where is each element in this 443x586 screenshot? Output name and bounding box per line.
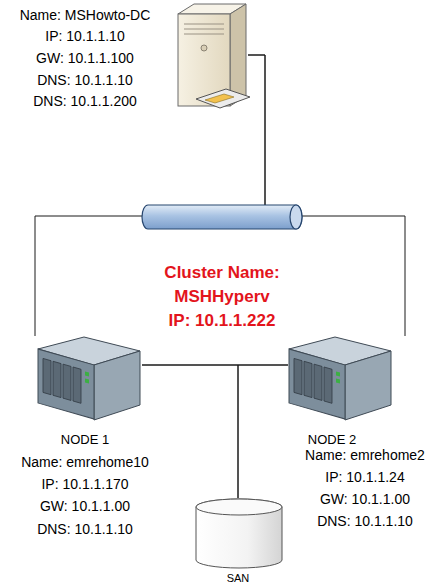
cluster-label: IP: 10.1.1.222 bbox=[112, 310, 332, 331]
network-node: SAN bbox=[190, 498, 286, 586]
drive-slot bbox=[205, 94, 234, 103]
cylinder-body bbox=[196, 499, 282, 568]
bus-end bbox=[290, 205, 302, 229]
tower-slot bbox=[184, 24, 224, 25]
node-text: DNS: 10.1.1.10 bbox=[0, 520, 175, 538]
node-text: DNS: 10.1.1.10 bbox=[275, 512, 443, 530]
node-text: Name: emrehome10 bbox=[0, 453, 175, 471]
tower-slot bbox=[184, 29, 224, 30]
network-bus bbox=[142, 205, 302, 229]
network-link bbox=[238, 365, 288, 498]
node-text: NODE 2 bbox=[242, 432, 422, 448]
san-cylinder bbox=[196, 499, 282, 568]
power-button bbox=[201, 45, 207, 51]
node-text: IP: 10.1.1.170 bbox=[0, 475, 175, 493]
node-server-icon bbox=[289, 337, 391, 420]
network-node: NODE 1Name: emrehome10IP: 10.1.1.170GW: … bbox=[10, 336, 142, 541]
cluster-label: MSHHyperv bbox=[112, 286, 332, 307]
node-text: GW: 10.1.1.100 bbox=[0, 49, 175, 67]
node-text: Name: MSHowto-DC bbox=[0, 6, 175, 24]
node-text: NODE 1 bbox=[0, 432, 175, 448]
tower-slot bbox=[184, 34, 224, 35]
node-server-icon bbox=[38, 337, 140, 420]
node-text: SAN bbox=[148, 571, 328, 585]
network-node: Name: MSHowto-DCIP: 10.1.1.10GW: 10.1.1.… bbox=[8, 2, 248, 116]
drive-unit bbox=[196, 89, 250, 108]
dc-server-icon bbox=[178, 4, 250, 108]
node-text: GW: 10.1.1.00 bbox=[275, 490, 443, 508]
cluster-label: Cluster Name: bbox=[112, 262, 332, 283]
network-link bbox=[248, 55, 405, 336]
node-text: GW: 10.1.1.00 bbox=[0, 497, 175, 515]
network-link bbox=[142, 365, 238, 498]
node-text: DNS: 10.1.1.200 bbox=[0, 92, 175, 110]
bus-body bbox=[142, 205, 302, 229]
network-node: NODE 2Name: emrehome2IP: 10.1.1.24GW: 10… bbox=[288, 336, 440, 531]
node-text: IP: 10.1.1.10 bbox=[0, 27, 175, 45]
node-text: IP: 10.1.1.24 bbox=[275, 468, 443, 486]
cylinder-top bbox=[196, 499, 282, 515]
node-text: DNS: 10.1.1.10 bbox=[0, 71, 175, 89]
node-text: Name: emrehome2 bbox=[275, 446, 443, 464]
